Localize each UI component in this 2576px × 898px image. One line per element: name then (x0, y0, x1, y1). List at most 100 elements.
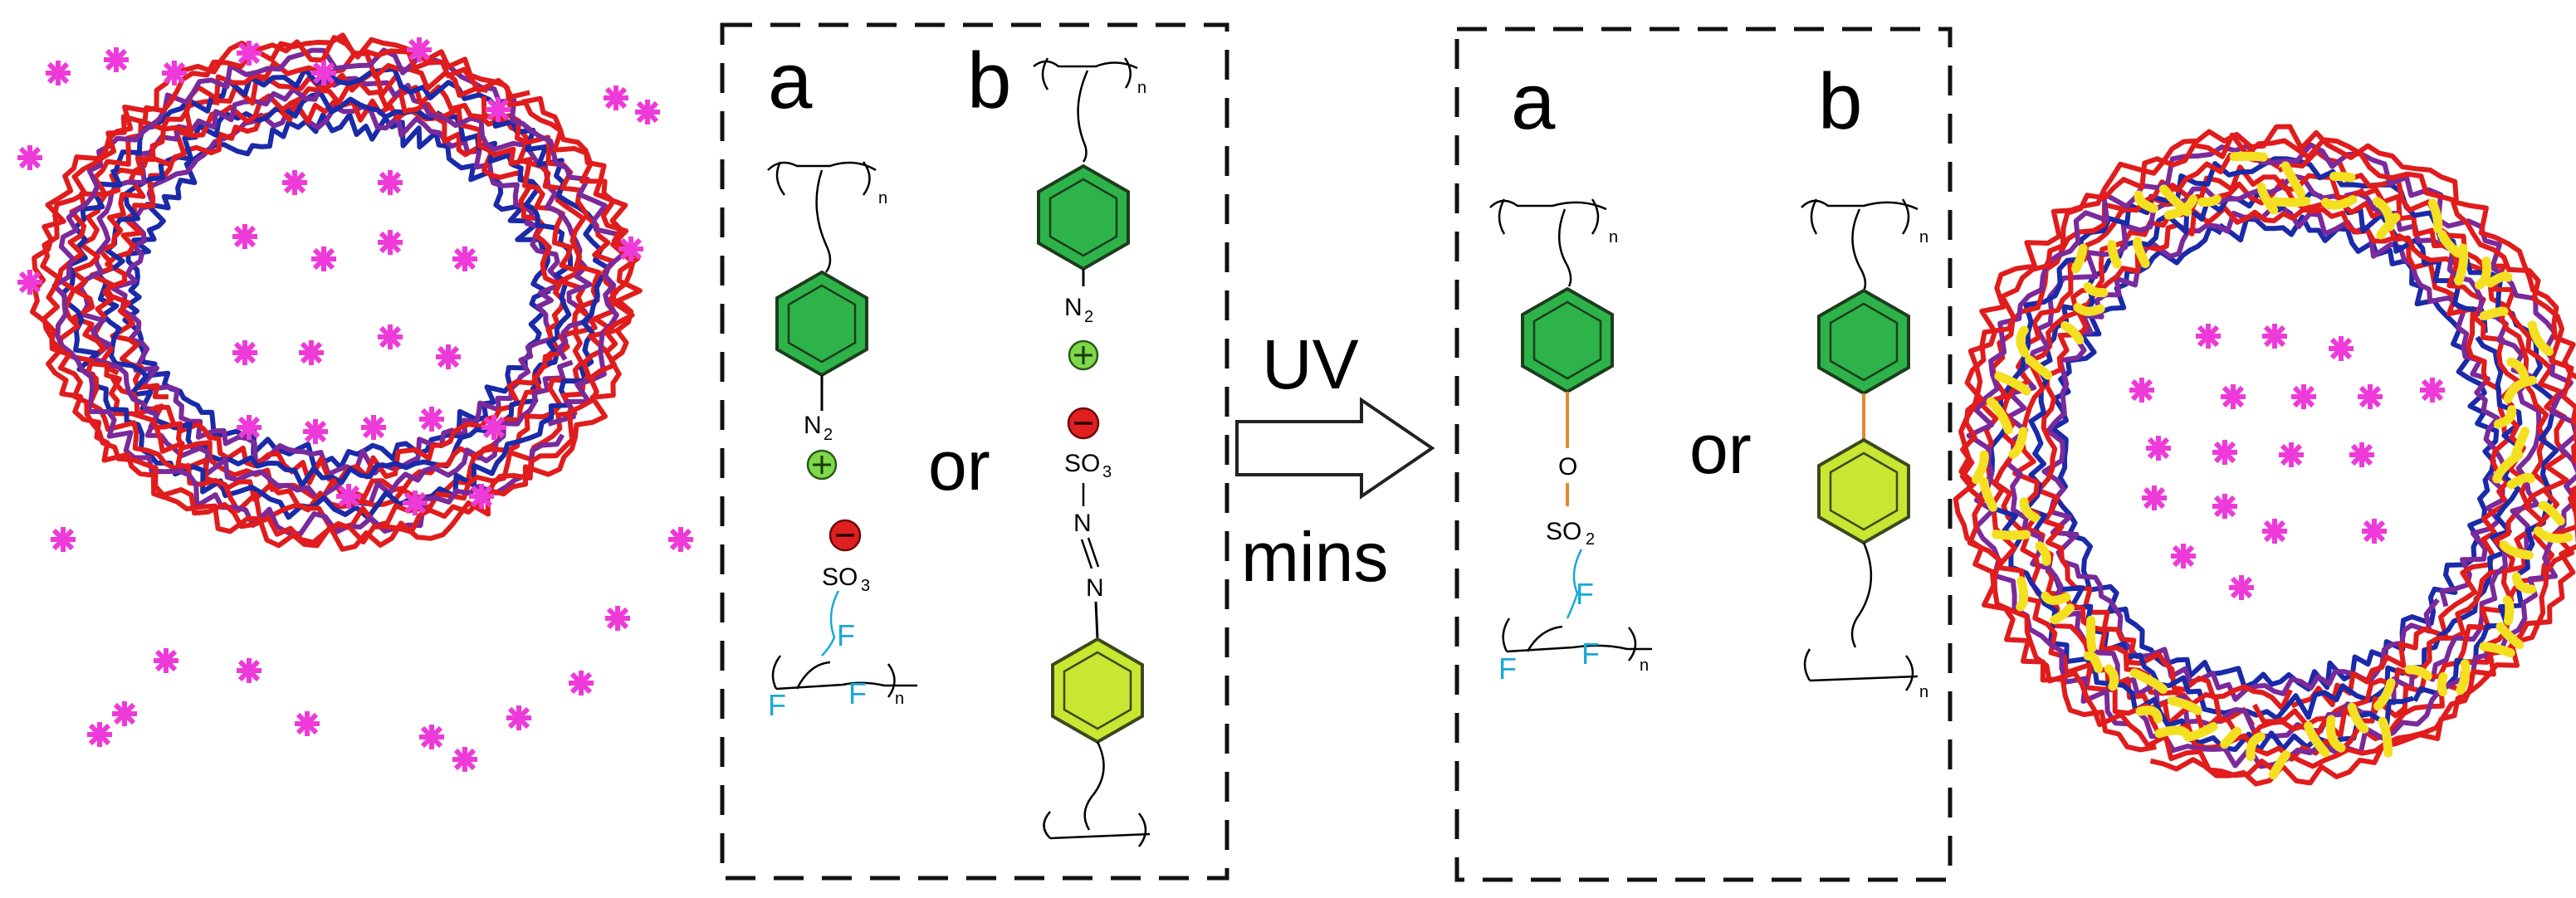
crosslink-segment (2479, 642, 2515, 658)
crosslink-segment (2134, 190, 2158, 213)
crosslink-segment (2041, 591, 2071, 605)
crosslink-segment (2510, 427, 2530, 460)
time-label: mins (1241, 518, 1388, 596)
sulfonate-so3: SO (822, 564, 858, 591)
repeat-n: n (1137, 79, 1146, 97)
crosslink-segment (2246, 732, 2266, 762)
polymer-strand (1953, 124, 2576, 787)
crosslink-segment (2347, 702, 2369, 734)
crosslink-segment (2538, 500, 2565, 526)
sulfonyl-so2: SO (1546, 518, 1581, 545)
crosslink-segment (2073, 302, 2105, 316)
fluorine-atom: F (768, 688, 786, 722)
repeat-n: n (1640, 656, 1649, 675)
structure-a-reactants: n N 2 SO 3 F F F n (767, 161, 917, 722)
diazonium-n2: N (1064, 294, 1083, 321)
crosslink-segment (2376, 212, 2401, 240)
fluorine-atom: F (1498, 652, 1517, 686)
crosslink-segment (2256, 182, 2279, 215)
polymer-strand (2041, 205, 2509, 702)
polymer-strand (95, 90, 574, 489)
crosslink-segment (2104, 664, 2119, 691)
crosslink-segment (2083, 281, 2109, 298)
crosslink-segment (2197, 194, 2222, 207)
crosslink-segment (2183, 722, 2218, 742)
crosslink-segment (2220, 726, 2242, 749)
crosslink-segment (2456, 659, 2471, 695)
uv-reaction-arrow: UV mins (1235, 325, 1435, 596)
repeat-n: n (1919, 683, 1928, 701)
crosslink-segment (2325, 715, 2346, 753)
crosslink-segment (2025, 355, 2053, 380)
crosslink-segment (2427, 198, 2443, 233)
polymer-strand (1959, 132, 2576, 778)
crosslink-segment (2229, 151, 2268, 162)
polymer-strand (1978, 149, 2569, 762)
crosslink-segment (2506, 472, 2535, 490)
azo-nitrogen: N (1086, 574, 1104, 602)
sulfonyl-so2-sub: 2 (1586, 530, 1595, 549)
polymer-strand (122, 112, 551, 471)
crosslink-segment (2019, 497, 2041, 523)
or-label-products: or (1689, 410, 1752, 488)
crosslink-segment (1994, 371, 2031, 396)
crosslink-segment (2479, 306, 2509, 320)
azo-nitrogen: N (1073, 510, 1092, 537)
crosslink-segment (2163, 194, 2198, 220)
crosslink-segment (2495, 622, 2525, 650)
crosslink-segment (2269, 197, 2311, 207)
dye-particles-after (2129, 324, 2445, 600)
crosslink-segment (2437, 672, 2448, 696)
crosslink-segment (2304, 721, 2330, 758)
capsule-before-wall (30, 32, 643, 552)
crosslink-segment (2035, 541, 2051, 566)
or-label-reactants: or (928, 427, 990, 505)
crosslink-segment (2070, 243, 2088, 274)
crosslink-segment (2329, 171, 2356, 183)
repeat-n: n (1919, 228, 1928, 246)
structure-b-reactants: n N 2 SO 3 N N (1033, 57, 1151, 847)
crosslink-segment (2060, 320, 2085, 345)
crosslink-segment (2085, 615, 2097, 653)
capsule-after-wall (1953, 124, 2576, 787)
crosslink-segment (2494, 405, 2517, 429)
repeat-n: n (878, 189, 887, 207)
products-frame (1454, 27, 1953, 882)
fluorine-atom: F (1581, 637, 1600, 671)
crosslink-segment (2486, 271, 2513, 288)
repeat-n: n (895, 690, 904, 708)
polymer-strand (2050, 214, 2500, 692)
crosslink-segment (2499, 540, 2534, 560)
diazonium-n2-sub: 2 (824, 426, 833, 444)
crosslink-segment (2107, 240, 2122, 269)
polymer-strand (60, 66, 611, 520)
crosslink-segment (2129, 668, 2168, 694)
crosslink-segment (2016, 576, 2029, 612)
label-a-products: a (1511, 57, 1556, 146)
crosslink-segment (2083, 651, 2104, 673)
crosslink-segment (2167, 695, 2202, 715)
crosslink-segment (2320, 195, 2358, 210)
sulfonate-so3: SO (1064, 450, 1100, 477)
polymer-strand (40, 35, 636, 545)
crosslink-segment (2511, 572, 2537, 594)
crosslink-segment (1972, 450, 1989, 485)
crosslink-segment (2133, 237, 2150, 269)
crosslink-segment (2506, 357, 2530, 382)
crosslink-segment (2503, 375, 2537, 404)
crosslink-segment (2502, 595, 2515, 626)
crosslink-segment (2280, 161, 2306, 199)
label-b-reactants: b (967, 37, 1011, 125)
capsule-after (1953, 124, 2576, 787)
crosslink-segment (1979, 477, 1998, 512)
ester-oxygen: O (1558, 453, 1577, 481)
crosslink-segment (2378, 716, 2393, 758)
crosslink-segment (2050, 603, 2075, 625)
sulfonate-so3-sub: 3 (861, 577, 870, 595)
crosslink-segment (1986, 397, 2013, 435)
crosslink-segment (2437, 230, 2463, 258)
label-b-products: b (1818, 57, 1862, 146)
crosslink-segment (2154, 725, 2191, 739)
crosslink-segment (2135, 705, 2163, 724)
